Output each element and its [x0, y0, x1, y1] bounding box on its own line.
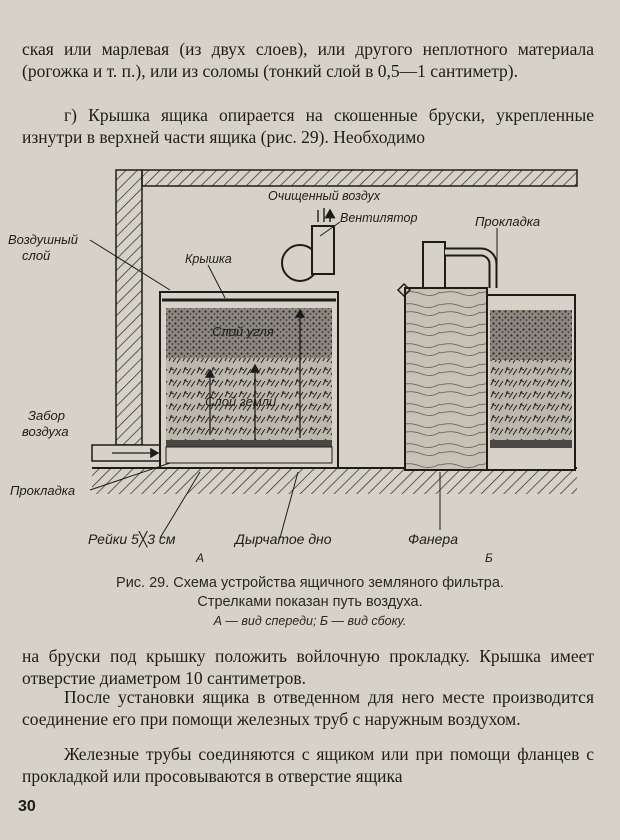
label-air-intake-2: воздуха	[22, 424, 69, 439]
label-fan: Вентилятор	[340, 211, 417, 225]
page-number: 30	[18, 798, 36, 815]
label-air-layer-1: Воздушный	[8, 232, 78, 247]
label-air-intake-1: Забор	[28, 408, 65, 423]
paragraph-pipes: Железные трубы соединяются с ящиком или …	[22, 744, 594, 786]
figure-caption-views: А — вид спереди; Б — вид сбоку.	[213, 614, 407, 628]
wall	[115, 169, 143, 446]
ceiling	[141, 169, 578, 187]
floor	[92, 468, 577, 494]
label-coal-layer: Слой угля	[212, 324, 274, 339]
label-clean-air: Очищенный воздух	[268, 189, 381, 203]
box-front-view	[159, 208, 338, 469]
figure-caption-title: Рис. 29. Схема устройства ящичного земля…	[116, 575, 504, 591]
label-gasket-bottom: Прокладка	[10, 483, 75, 498]
label-view-a: А	[195, 551, 204, 565]
label-lid: Крышка	[185, 252, 232, 266]
label-earth-layer: Слой земли	[205, 394, 276, 409]
figure-29: Очищенный воздух Вентилятор Прокладка Во…	[0, 160, 620, 580]
paragraph-continuation: ская или марлевая (из двух слоев), или д…	[22, 39, 594, 81]
label-plywood: Фанера	[408, 531, 458, 547]
filter-diagram: Очищенный воздух Вентилятор Прокладка Во…	[8, 169, 578, 565]
box-side-view	[396, 241, 576, 471]
label-slats: Рейки 5╳3 см	[88, 531, 176, 548]
paragraph-gasket: на бруски под крышку положить войлочную …	[22, 646, 594, 688]
label-gasket-top: Прокладка	[475, 214, 540, 229]
label-view-b: Б	[485, 551, 493, 565]
paragraph-install: После установки ящика в отведенном для н…	[22, 687, 594, 729]
paragraph-g: г) Крышка ящика опирается на скошенные б…	[22, 105, 594, 147]
label-perforated-bottom: Дырчатое дно	[233, 531, 332, 547]
figure-caption-note: Стрелками показан путь воздуха.	[197, 594, 423, 610]
label-air-layer-2: слой	[22, 248, 50, 263]
